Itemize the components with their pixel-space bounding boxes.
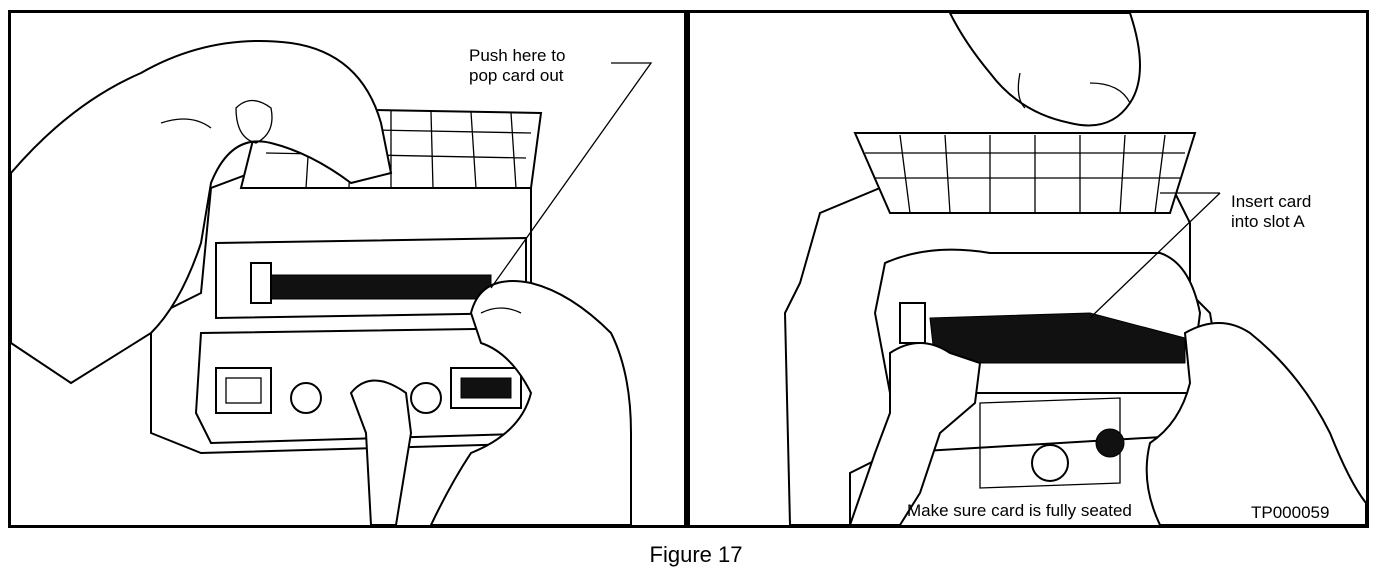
- insert-callout-label: Insert card into slot A: [1231, 192, 1312, 231]
- device-eject-illustration: [11, 40, 653, 525]
- hand-icon: [948, 13, 1141, 127]
- figure-caption: Figure 17: [649, 542, 743, 567]
- device-insert-illustration: [783, 13, 1366, 525]
- hand-icon: [1145, 322, 1366, 525]
- illustration-panel-left: Push here to pop card out: [8, 10, 687, 528]
- device-icon: [150, 106, 552, 525]
- hand-icon: [848, 342, 982, 525]
- illustration-panel-right: Insert card into slot A Make sure card i…: [687, 10, 1369, 528]
- hand-icon: [429, 280, 632, 525]
- seated-note-label: Make sure card is fully seated: [907, 501, 1132, 520]
- hand-icon: [11, 40, 393, 385]
- card-slot-icon: [270, 274, 492, 300]
- cable-icon: [349, 379, 413, 525]
- eject-callout-label: Push here to pop card out: [469, 46, 566, 85]
- figure-code-label: TP000059: [1251, 503, 1330, 522]
